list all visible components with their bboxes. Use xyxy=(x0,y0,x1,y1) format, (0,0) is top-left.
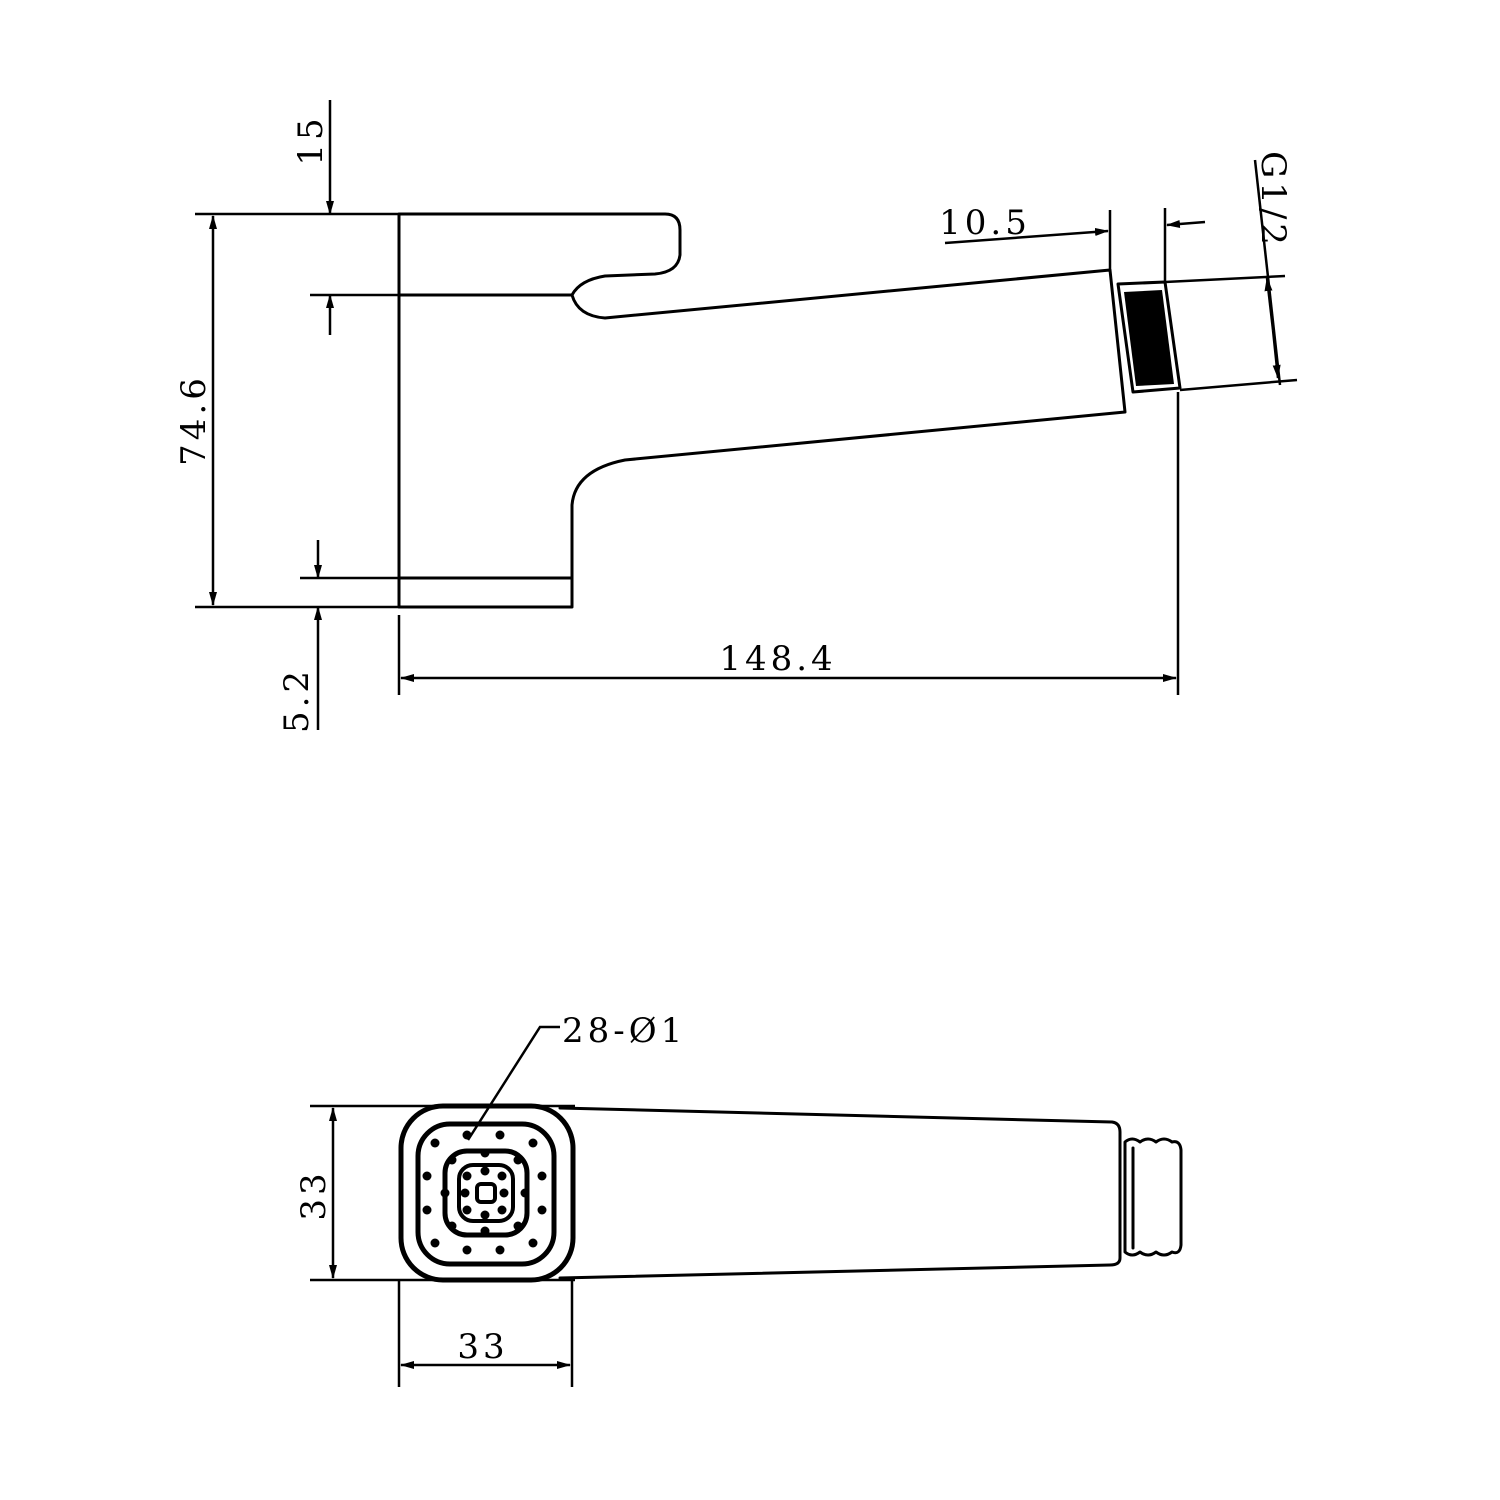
dimension-face-height: 33 xyxy=(294,1104,575,1282)
dim-top-lip-label: 15 xyxy=(291,114,331,165)
spray-hole xyxy=(480,1148,490,1158)
sprayer-handle-outline xyxy=(558,1106,1122,1280)
spray-hole xyxy=(513,1155,523,1165)
spray-face xyxy=(398,1103,576,1283)
spray-hole xyxy=(528,1138,538,1148)
dimension-thread-spec: G1/2 xyxy=(1164,151,1298,392)
dim-length-label: 148.4 xyxy=(719,639,836,679)
spray-hole xyxy=(520,1188,530,1198)
spray-hole xyxy=(462,1205,472,1215)
dim-face-height-label: 33 xyxy=(294,1169,334,1220)
spray-hole xyxy=(480,1226,490,1236)
spray-hole xyxy=(495,1245,505,1255)
spray-hole xyxy=(528,1238,538,1248)
spray-hole xyxy=(495,1130,505,1140)
spray-hole xyxy=(497,1205,507,1215)
thread-connector xyxy=(1116,280,1182,394)
dim-thread-spec-label: G1/2 xyxy=(1253,151,1293,249)
dim-face-width-label: 33 xyxy=(457,1327,508,1367)
spray-hole xyxy=(462,1171,472,1181)
spray-hole xyxy=(430,1238,440,1248)
spray-hole xyxy=(462,1245,472,1255)
spray-hole xyxy=(422,1205,432,1215)
dimension-face-width: 33 xyxy=(397,1280,574,1387)
side-view: 15 74.6 5.2 148.4 xyxy=(174,100,1298,733)
spray-hole xyxy=(513,1221,523,1231)
spray-hole xyxy=(497,1171,507,1181)
holes-callout: 28-Ø1 xyxy=(466,1011,686,1141)
spray-hole xyxy=(537,1205,547,1215)
spray-hole xyxy=(430,1138,440,1148)
sprayer-body-outline xyxy=(397,212,1127,609)
front-view: 28-Ø1 33 33 xyxy=(294,1011,1183,1387)
spray-holes xyxy=(422,1130,547,1255)
thread-connector-front xyxy=(1123,1137,1183,1257)
dimension-length: 148.4 xyxy=(397,392,1180,695)
dimension-height: 74.6 xyxy=(174,215,399,609)
dim-base-lip-label: 5.2 xyxy=(277,667,317,733)
dimension-base-lip: 5.2 xyxy=(277,540,399,733)
dim-height-label: 74.6 xyxy=(174,374,214,466)
spray-hole xyxy=(447,1155,457,1165)
spray-hole xyxy=(499,1188,509,1198)
spray-hole xyxy=(480,1166,490,1176)
spray-hole xyxy=(440,1188,450,1198)
spray-hole xyxy=(422,1171,432,1181)
spray-hole xyxy=(460,1188,470,1198)
spray-hole xyxy=(537,1171,547,1181)
spray-hole xyxy=(480,1210,490,1220)
spray-hole xyxy=(447,1221,457,1231)
dimension-thread-length: 10.5 xyxy=(939,203,1206,282)
dim-thread-length-label: 10.5 xyxy=(939,203,1031,243)
dimension-top-lip: 15 xyxy=(195,100,399,335)
holes-callout-label: 28-Ø1 xyxy=(562,1011,686,1051)
